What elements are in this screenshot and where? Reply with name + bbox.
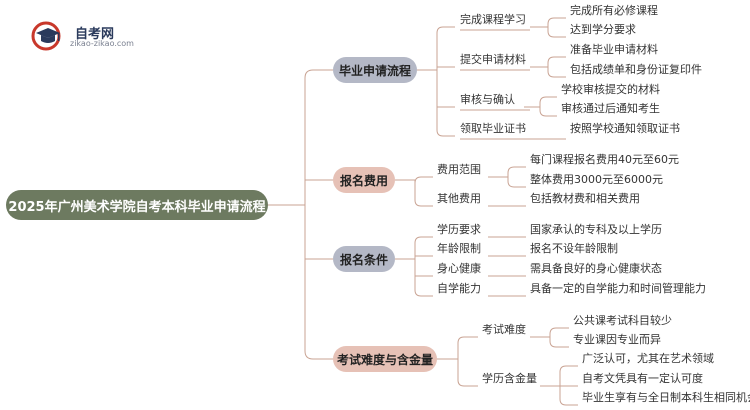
branch-difficulty-value: 考试难度与含金量 (333, 346, 437, 372)
connector-line (549, 327, 557, 337)
leaf: 需具备良好的身心健康状态 (530, 262, 662, 275)
leaf: 每门课程报名费用40元至60元 (530, 153, 679, 166)
branch-registration-fees: 报名费用 (333, 167, 395, 193)
connector-line (414, 236, 422, 259)
leaf: 具备一定的自学能力和时间管理能力 (530, 282, 706, 295)
leaf: 国家承认的专科及以上学历 (530, 223, 662, 236)
connector-line (414, 259, 422, 297)
subtopic: 身心健康 (437, 262, 481, 275)
leaf: 广泛认可，尤其在艺术领域 (582, 352, 714, 365)
logo-title: 自考网 (75, 27, 115, 42)
connector-line (559, 365, 567, 386)
subtopic: 其他费用 (437, 192, 481, 205)
connector-line (457, 336, 465, 359)
subtopic: 考试难度 (482, 323, 526, 336)
connector-line (547, 56, 555, 67)
leaf: 报名不设年龄限制 (530, 242, 618, 255)
connector-line (507, 177, 515, 188)
leaf: 学校审核提交的材料 (561, 83, 660, 96)
branch-graduation-process: 毕业申请流程 (333, 57, 417, 83)
connector-line (304, 69, 333, 79)
connector-line (539, 107, 547, 117)
leaf: 整体费用3000元至6000元 (530, 173, 663, 186)
leaf: 专业课因专业而异 (573, 333, 661, 346)
logo: 自考网 zikao-zikao.com (30, 20, 140, 52)
branch-requirements: 报名条件 (333, 246, 395, 272)
leaf: 包括成绩单和身份证复印件 (570, 63, 702, 76)
graduation-cap-icon (31, 21, 61, 51)
logo-subtitle: zikao-zikao.com (70, 39, 134, 48)
connector-line (539, 96, 547, 107)
subtopic: 学历要求 (437, 223, 481, 236)
subtopic: 审核与确认 (460, 93, 515, 106)
subtopic: 提交申请材料 (460, 53, 526, 66)
connector-line (507, 166, 515, 177)
connector-line (549, 337, 557, 348)
subtopic: 领取毕业证书 (460, 122, 526, 135)
connector-line (414, 176, 422, 184)
leaf: 按照学校通知领取证书 (570, 122, 680, 135)
leaf: 公共课考试科目较少 (573, 314, 672, 327)
connector-line (547, 27, 555, 38)
root-topic: 2025年广州美术学院自考本科毕业申请流程 (6, 190, 268, 220)
subtopic: 年龄限制 (437, 242, 481, 255)
connector-line (457, 359, 465, 387)
connector-line (414, 180, 422, 207)
connector-line (436, 70, 444, 137)
leaf: 包括教材费和相关费用 (530, 192, 640, 205)
leaf: 达到学分要求 (570, 23, 636, 36)
leaf: 完成所有必修课程 (570, 4, 658, 17)
connector-line (304, 78, 333, 360)
connector-line (547, 67, 555, 78)
subtopic: 费用范围 (437, 163, 481, 176)
leaf: 准备毕业申请材料 (570, 43, 658, 56)
leaf: 自考文凭具有一定认可度 (582, 372, 703, 385)
connector-line (436, 26, 444, 70)
leaf: 毕业生享有与全日制本科生相同机会 (582, 391, 750, 404)
subtopic: 学历含金量 (482, 372, 537, 385)
subtopic: 完成课程学习 (460, 13, 526, 26)
connector-line (559, 386, 567, 406)
leaf: 审核通过后通知考生 (561, 102, 660, 115)
subtopic: 自学能力 (437, 282, 481, 295)
connector-line (547, 17, 555, 27)
